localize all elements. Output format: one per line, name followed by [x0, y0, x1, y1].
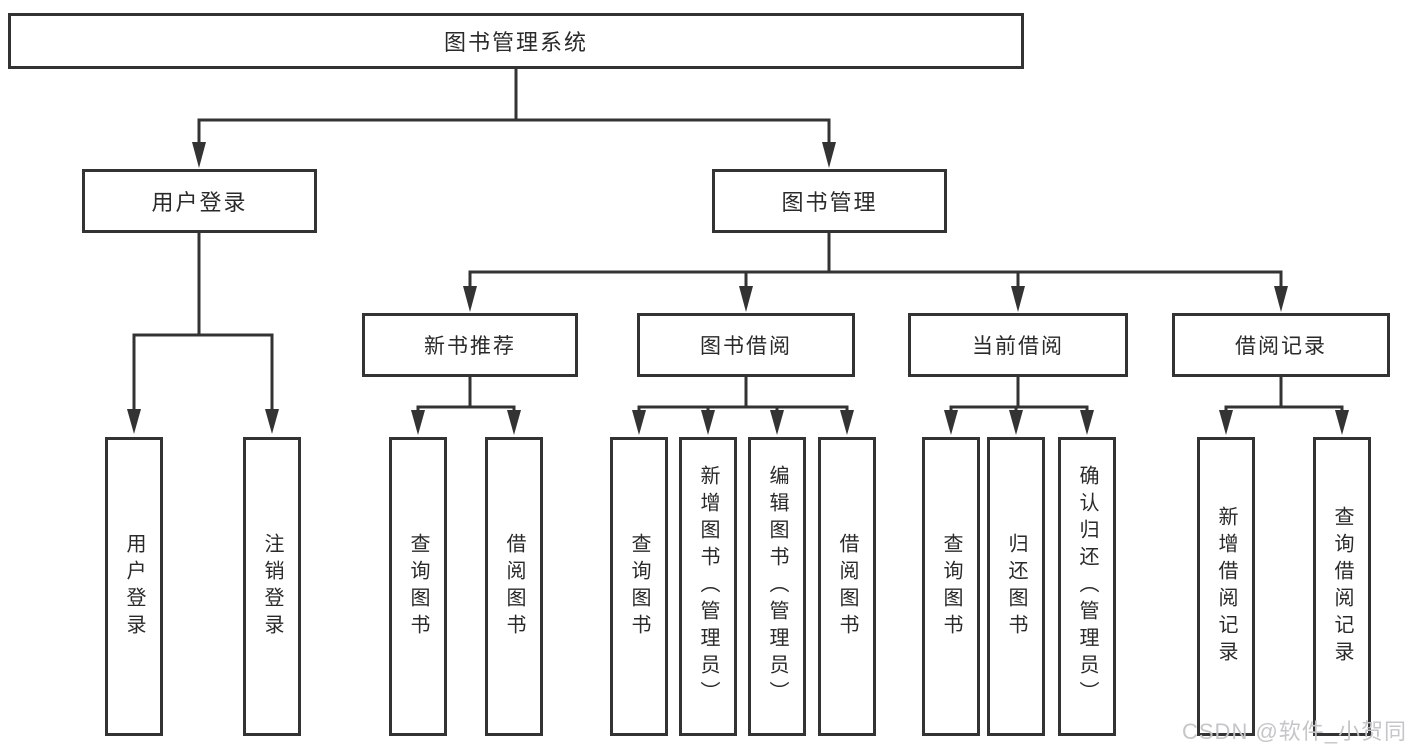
node-new-book-recommend-label: 新书推荐	[424, 335, 516, 358]
leaf-logout: 注销登录	[243, 437, 301, 736]
edge-borrowing-records-to-leaves	[1219, 377, 1349, 435]
node-book-management-label: 图书管理	[781, 190, 878, 215]
node-library-system-label: 图书管理系统	[443, 30, 588, 55]
leaf-edit-book-admin-label: 编辑图书（管理员）	[766, 465, 788, 708]
leaf-query-books-borrowing-label: 查询图书	[628, 532, 650, 641]
leaf-edit-book-admin: 编辑图书（管理员）	[748, 437, 806, 736]
csdn-watermark: CSDN @软件_小贺同学	[1182, 719, 1405, 744]
leaf-query-books-recommend-label: 查询图书	[407, 532, 429, 641]
node-book-borrowing: 图书借阅	[637, 313, 855, 377]
leaf-query-books-recommend: 查询图书	[389, 437, 447, 736]
leaf-query-books-current-label: 查询图书	[940, 532, 962, 641]
edge-book-management-to-level3	[463, 233, 1288, 312]
node-current-borrowing: 当前借阅	[908, 313, 1128, 377]
leaf-logout-label: 注销登录	[261, 532, 283, 641]
leaf-borrow-books: 借阅图书	[818, 437, 876, 736]
node-borrowing-records: 借阅记录	[1172, 313, 1390, 377]
leaf-query-borrow-record-label: 查询借阅记录	[1331, 505, 1353, 668]
node-book-borrowing-label: 图书借阅	[700, 335, 792, 358]
node-borrowing-records-label: 借阅记录	[1235, 335, 1327, 358]
node-user-login: 用户登录	[82, 169, 317, 233]
leaf-borrow-books-label: 借阅图书	[836, 532, 858, 641]
leaf-add-book-admin-label: 新增图书（管理员）	[697, 465, 719, 708]
leaf-add-borrow-record: 新增借阅记录	[1197, 437, 1255, 736]
leaf-user-login: 用户登录	[105, 437, 163, 736]
node-book-management: 图书管理	[712, 169, 947, 233]
leaf-return-books: 归还图书	[987, 437, 1045, 736]
leaf-borrow-books-recommend: 借阅图书	[485, 437, 543, 736]
leaf-confirm-return-admin-label: 确认归还（管理员）	[1076, 465, 1098, 708]
node-user-login-label: 用户登录	[151, 190, 248, 215]
edge-user-login-to-leaves	[127, 233, 279, 434]
node-new-book-recommend: 新书推荐	[362, 313, 578, 377]
node-library-system: 图书管理系统	[8, 13, 1024, 69]
leaf-borrow-books-recommend-label: 借阅图书	[503, 532, 525, 641]
leaf-query-borrow-record: 查询借阅记录	[1313, 437, 1371, 736]
leaf-user-login-label: 用户登录	[123, 532, 145, 641]
leaf-query-books-borrowing: 查询图书	[610, 437, 668, 736]
edge-book-borrowing-to-leaves	[632, 377, 854, 435]
leaf-return-books-label: 归还图书	[1005, 532, 1027, 641]
edge-root-to-level2	[192, 69, 836, 168]
edge-current-borrowing-to-leaves	[944, 377, 1094, 435]
edge-new-book-to-leaves	[411, 377, 521, 435]
leaf-confirm-return-admin: 确认归还（管理员）	[1058, 437, 1116, 736]
leaf-query-books-current: 查询图书	[922, 437, 980, 736]
node-current-borrowing-label: 当前借阅	[972, 335, 1064, 358]
leaf-add-book-admin: 新增图书（管理员）	[679, 437, 737, 736]
leaf-add-borrow-record-label: 新增借阅记录	[1215, 505, 1237, 668]
